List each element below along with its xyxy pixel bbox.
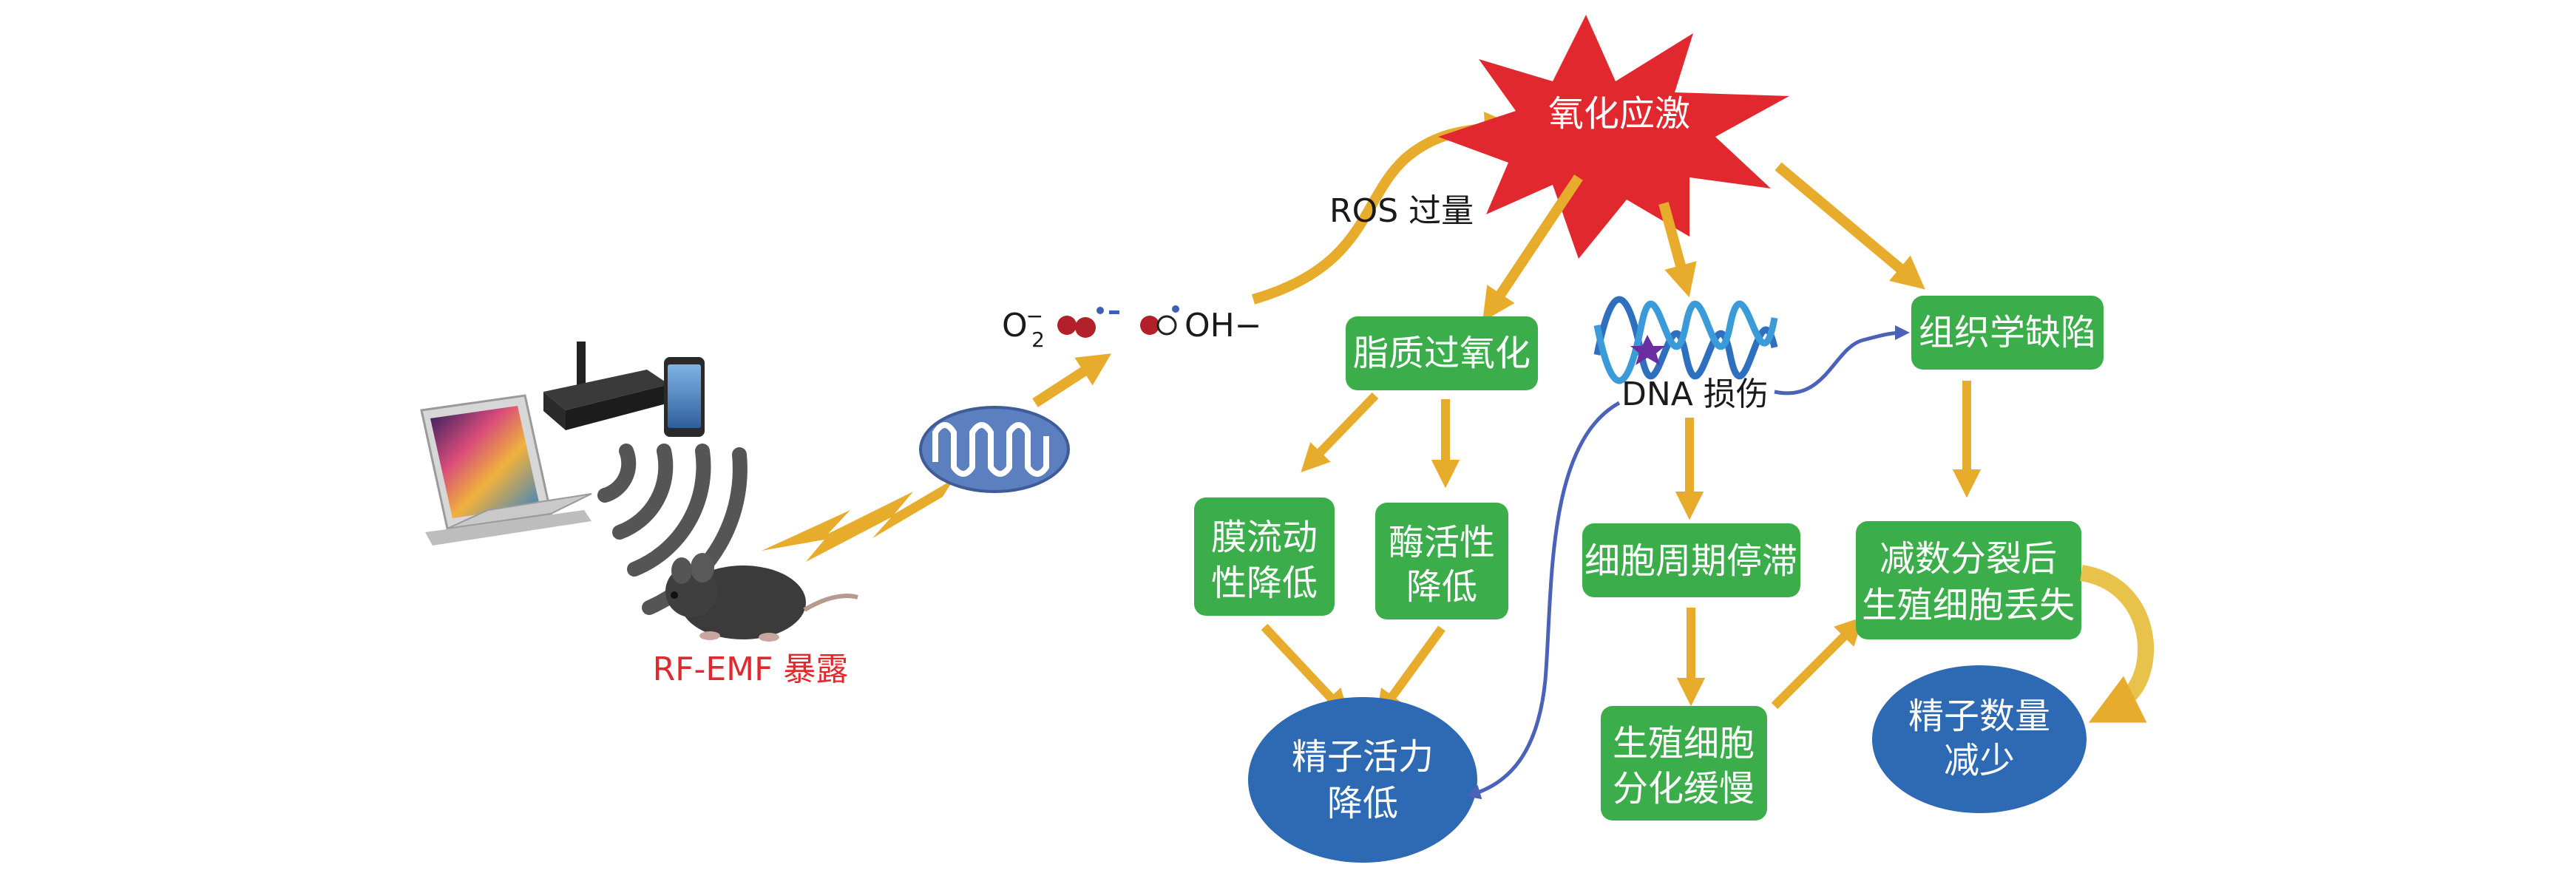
node-oxidative-stress: 氧化应激 [1548,93,1690,135]
node-sperm-count-line1: 精子数量 [1908,696,2050,737]
arrow-lipid-to-membrane [1301,392,1379,473]
arrow-stress-to-lipid [1482,174,1583,322]
router-icon [543,342,669,430]
arrow-loss-to-count [2079,565,2155,723]
arrow-membrane-to-motility [1261,623,1350,719]
node-germ-cell-loss-line1: 减数分裂后 [1880,538,2057,580]
node-membrane-fluidity-box [1194,497,1335,616]
arrow-dna-to-histology [1774,325,1910,395]
arrow-dna-to-motility [1465,401,1621,800]
node-sperm-motility-ellipse [1248,697,1477,863]
molecule-icon [1057,305,1179,338]
hydroxyl-label: OH− [1184,307,1262,344]
node-sperm-count-line2: 减少 [1944,740,2015,781]
mouse-icon [665,553,858,642]
node-cell-cycle-arrest: 细胞周期停滞 [1584,540,1797,582]
exposure-label: RF-EMF 暴露 [653,650,849,688]
node-sperm-motility-line1: 精子活力 [1292,736,1434,778]
node-germ-cell-loss-box [1856,521,2081,639]
phone-icon [664,357,705,437]
node-enzyme-activity-line1: 酶活性 [1389,522,1495,563]
damage-star-icon [1630,335,1665,365]
oxidative-stress-burst [1438,15,1789,259]
node-membrane-fluidity-line1: 膜流动 [1211,517,1318,558]
arrow-stress-to-histology [1775,162,1925,290]
arrow-mito-to-ros [1032,353,1112,407]
node-germ-cell-loss-line2: 生殖细胞丢失 [1862,585,2075,626]
ros-excess-label: ROS 过量 [1329,192,1474,230]
arrow-differentiation-to-loss [1771,616,1864,710]
node-lipid-peroxidation: 脂质过氧化 [1353,333,1531,374]
dna-helix-icon [1593,296,1778,384]
node-enzyme-activity-box [1375,503,1508,619]
node-membrane-fluidity-line2: 性降低 [1211,563,1318,604]
lightning-bolt-icon [762,479,954,562]
arrow-enzyme-to-motility [1375,625,1445,719]
node-lipid-peroxidation-box [1346,316,1538,390]
node-differentiation-line1: 生殖细胞 [1613,723,1755,764]
node-histology-defect: 组织学缺陷 [1919,312,2096,353]
node-sperm-count-ellipse [1872,665,2087,813]
superoxide-label: O−2 [1002,304,1045,352]
node-histology-box [1911,296,2104,370]
arrow-stress-to-dna [1658,202,1697,298]
laptop-icon [420,394,592,546]
node-differentiation-box [1601,706,1767,821]
node-enzyme-activity-line2: 降低 [1406,566,1477,608]
ros-molecules: O−2 OH− [1002,304,1262,352]
node-dna-damage: DNA 损伤 [1621,376,1769,413]
mitochondrion-icon [919,406,1070,493]
node-differentiation-line2: 分化缓慢 [1613,768,1755,809]
node-sperm-motility-line2: 降低 [1327,783,1398,824]
node-cell-cycle-box [1582,523,1800,597]
